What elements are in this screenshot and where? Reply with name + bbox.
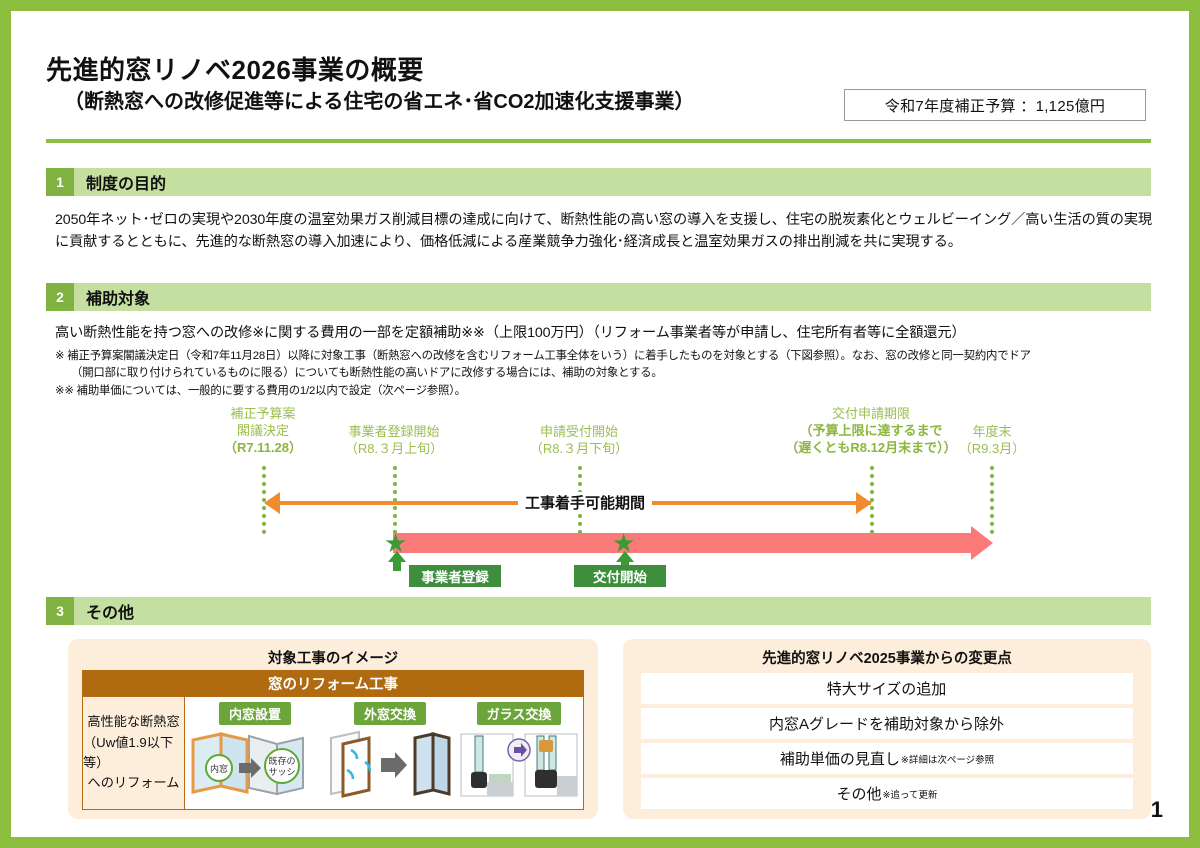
target-work-panel: 対象工事のイメージ 窓のリフォーム工事 高性能な断熱窓 （Uw値1.9以下等） …	[68, 639, 598, 819]
svg-text:既存の: 既存の	[268, 755, 295, 766]
page-title: 先進的窓リノベ2026事業の概要 （断熱窓への改修促進等による住宅の省エネ･省C…	[46, 55, 695, 114]
page-title-line2: （断熱窓への改修促進等による住宅の省エネ･省CO2加速化支援事業）	[64, 90, 695, 113]
section2-note1: ※ 補正予算案閣議決定日（令和7年11月28日）以降に対象工事（断熱窓への改修を…	[55, 350, 1031, 362]
callout-arrow-grant-start	[616, 551, 634, 562]
changes-list: 特大サイズの追加 内窓Aグレードを補助対象から除外 補助単価の見直し ※詳細は次…	[641, 673, 1133, 813]
callout-stem-operator-registration	[393, 561, 401, 571]
tl0-l2: 閣議決定	[236, 423, 289, 439]
section-header-2: 2 補助対象	[46, 283, 1151, 311]
outer-window-diagram	[325, 729, 455, 801]
timeline-label-operator-registration: 事業者登録開始 （R8.３月上旬）	[324, 423, 464, 457]
work-cell-glass: ガラス交換	[455, 697, 583, 809]
page-number: 1	[1150, 797, 1163, 822]
section2-body: 高い断熱性能を持つ窓への改修※に関する費用の一部を定額補助※※（上限100万円）…	[55, 325, 966, 341]
work-table-body: 高性能な断熱窓 （Uw値1.9以下等） へのリフォーム 内窓設置	[83, 697, 583, 809]
timeline-label-budget-decision: 補正予算案 閣議決定 （R7.11.28）	[193, 405, 333, 456]
work-table-header: 窓のリフォーム工事	[83, 671, 583, 697]
timeline-label-fiscal-year-end: 年度末 （R9.3月）	[932, 423, 1052, 457]
timeline-guide-fiscal-year-end	[990, 466, 994, 534]
budget-box: 令和7年度補正予算 ：1,125億円	[844, 89, 1146, 121]
orange-arrow-right-head	[856, 492, 872, 514]
timeline-label-application-start: 申請受付開始 （R8.３月下旬）	[509, 423, 649, 457]
work-table: 窓のリフォーム工事 高性能な断熱窓 （Uw値1.9以下等） へのリフォーム 内窓…	[82, 670, 584, 810]
section-number-2: 2	[46, 283, 74, 311]
work-table-left-cell: 高性能な断熱窓 （Uw値1.9以下等） へのリフォーム	[83, 697, 185, 809]
tl1-l2: 事業者登録開始	[348, 424, 440, 439]
callout-stem-grant-start	[621, 561, 629, 571]
left-cell-line2: （Uw値1.9以下等）	[83, 734, 174, 770]
changes-row-4-sup: ※追って更新	[882, 789, 938, 801]
work-cell-outer-window: 外窓交換	[325, 697, 455, 809]
work-cell-tag-glass: ガラス交換	[476, 702, 562, 725]
changes-row-2: 内窓Aグレードを補助対象から除外	[641, 708, 1133, 739]
section-number-3: 3	[46, 597, 74, 625]
changes-row-1-text: 特大サイズの追加	[826, 681, 947, 698]
changes-panel: 先進的窓リノベ2025事業からの変更点 特大サイズの追加 内窓Aグレードを補助対…	[623, 639, 1151, 819]
section1-body: 2050年ネット･ゼロの実現や2030年度の温室効果ガス削減目標の達成に向けて、…	[55, 212, 1153, 250]
tl0-l1: 補正予算案	[230, 406, 296, 421]
section-number-1: 1	[46, 168, 74, 196]
page-title-line1: 先進的窓リノベ2026事業の概要	[46, 55, 424, 85]
target-work-title: 対象工事のイメージ	[267, 651, 399, 667]
changes-row-3-sup: ※詳細は次ページ参照	[900, 754, 995, 766]
changes-row-1: 特大サイズの追加	[641, 673, 1133, 704]
inner-window-svg: 内窓 既存の サッシ	[191, 732, 304, 796]
section-title-1: 制度の目的	[86, 176, 167, 193]
star-icon-grant-start: ★	[612, 528, 636, 558]
changes-title: 先進的窓リノベ2025事業からの変更点	[762, 651, 1012, 667]
timeline-guide-application-start	[578, 466, 582, 534]
construction-period-label: 工事着手可能期間	[518, 492, 653, 513]
changes-row-3: 補助単価の見直し ※詳細は次ページ参照	[641, 743, 1133, 774]
svg-text:内窓: 内窓	[210, 763, 228, 774]
timeline-guide-operator-registration	[393, 466, 397, 534]
grant-period-bar	[393, 533, 971, 553]
timeline-guide-grant-deadline	[870, 466, 874, 534]
callout-arrow-operator-registration	[388, 551, 406, 562]
section2-note1b: （開口部に取り付けられているものに限る）についても断熱性能の高いドアに改修する場…	[71, 367, 663, 379]
left-cell-line3: へのリフォーム	[87, 775, 180, 791]
tl4-l2: 年度末	[972, 424, 1012, 439]
tl0-l3: （R7.11.28）	[223, 440, 303, 456]
changes-row-4-text: その他	[836, 786, 882, 803]
grant-period-arrowhead	[971, 526, 993, 560]
inner-window-diagram: 内窓 既存の サッシ	[185, 729, 325, 801]
title-divider	[46, 139, 1151, 143]
orange-arrow-line	[277, 501, 871, 505]
tl4-l3: （R9.3月）	[958, 441, 1026, 457]
tl2-l2: 申請受付開始	[539, 424, 618, 439]
work-cell-inner-window: 内窓設置 内窓	[185, 697, 325, 809]
work-cell-tag-inner-window: 内窓設置	[218, 702, 291, 725]
changes-row-2-text: 内窓Aグレードを補助対象から除外	[768, 716, 1004, 733]
section2-note2: ※※ 補助単価については、一般的に要する費用の1/2以内で設定（次ページ参照）。	[55, 385, 466, 397]
outer-window-svg	[330, 730, 451, 798]
left-cell-line1: 高性能な断熱窓	[87, 714, 180, 730]
section-title-3: その他	[86, 605, 135, 622]
work-cell-tag-outer-window: 外窓交換	[353, 702, 426, 725]
tag-grant-start: 交付開始	[574, 565, 666, 587]
section-header-3: 3 その他	[46, 597, 1151, 625]
changes-row-3-text: 補助単価の見直し	[779, 751, 900, 768]
section-header-1: 1 制度の目的	[46, 168, 1151, 196]
tl2-l3: （R8.３月下旬）	[529, 441, 629, 457]
tag-operator-registration: 事業者登録	[409, 565, 501, 587]
work-table-right-cells: 内窓設置 内窓	[185, 697, 583, 809]
glass-replace-svg	[460, 733, 578, 797]
slide-inner: 先進的窓リノベ2026事業の概要 （断熱窓への改修促進等による住宅の省エネ･省C…	[11, 11, 1189, 837]
glass-replace-diagram	[455, 729, 583, 801]
star-icon-operator-registration: ★	[384, 528, 408, 558]
timeline-label-grant-deadline: 交付申請期限 （予算上限に達するまで （遅くともR8.12月末まで））	[746, 405, 996, 456]
svg-text:サッシ: サッシ	[268, 767, 295, 777]
orange-arrow-left-head	[264, 492, 280, 514]
tl3-l1: 交付申請期限	[831, 406, 910, 421]
tl1-l3: （R8.３月上旬）	[344, 441, 444, 457]
section-title-2: 補助対象	[86, 291, 151, 308]
timeline-guide-budget-decision	[262, 466, 266, 534]
tl3-l3: （遅くともR8.12月末まで））	[785, 440, 957, 456]
changes-row-4: その他 ※追って更新	[641, 778, 1133, 809]
tl3-l2: （予算上限に達するまで	[799, 423, 943, 439]
